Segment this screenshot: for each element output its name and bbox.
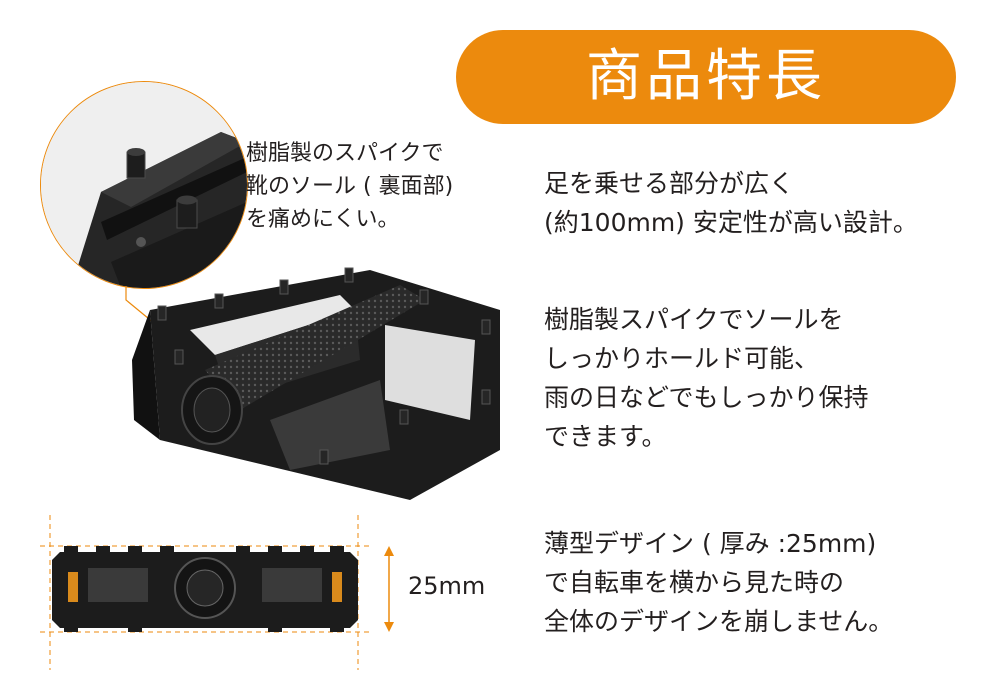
feature-line: 雨の日などでもしっかり保持 bbox=[544, 383, 869, 412]
spike-closeup-image bbox=[40, 81, 248, 289]
feature-thin-design: 薄型デザイン ( 厚み :25mm) で自転車を横から見た時の 全体のデザインを… bbox=[544, 524, 893, 641]
feature-line: 樹脂製スパイクでソールを bbox=[544, 305, 844, 334]
callout-line: 靴のソール ( 裏面部) bbox=[246, 174, 454, 199]
thickness-label: 25mm bbox=[408, 572, 486, 600]
feature-line: 全体のデザインを崩しません。 bbox=[544, 607, 894, 636]
callout-line: を痛めにくい。 bbox=[246, 207, 400, 232]
banner-title: 商品特長 bbox=[586, 44, 826, 109]
spike-closeup-drawing bbox=[41, 82, 247, 288]
feature-line: しっかりホールド可能、 bbox=[544, 344, 820, 373]
spike-icon bbox=[126, 148, 146, 179]
feature-resin-spikes: 樹脂製スパイクでソールを しっかりホールド可能、 雨の日などでもしっかり保持 で… bbox=[544, 300, 869, 456]
pedal-top-view-image bbox=[132, 267, 500, 500]
feature-line: できます。 bbox=[544, 422, 667, 451]
feature-line: で自転車を横から見た時の bbox=[544, 568, 845, 597]
feature-wide-platform: 足を乗せる部分が広く (約100mm) 安定性が高い設計。 bbox=[544, 164, 918, 242]
feature-line: 足を乗せる部分が広く bbox=[544, 169, 795, 198]
pedal-side-view-image bbox=[40, 515, 370, 670]
spike-callout-text: 樹脂製のスパイクで 靴のソール ( 裏面部) を痛めにくい。 bbox=[246, 137, 453, 236]
feature-line: 薄型デザイン ( 厚み :25mm) bbox=[544, 529, 877, 558]
feature-line: (約100mm) 安定性が高い設計。 bbox=[544, 208, 918, 237]
callout-line: 樹脂製のスパイクで bbox=[246, 141, 444, 166]
title-banner: 商品特長 bbox=[456, 30, 956, 124]
